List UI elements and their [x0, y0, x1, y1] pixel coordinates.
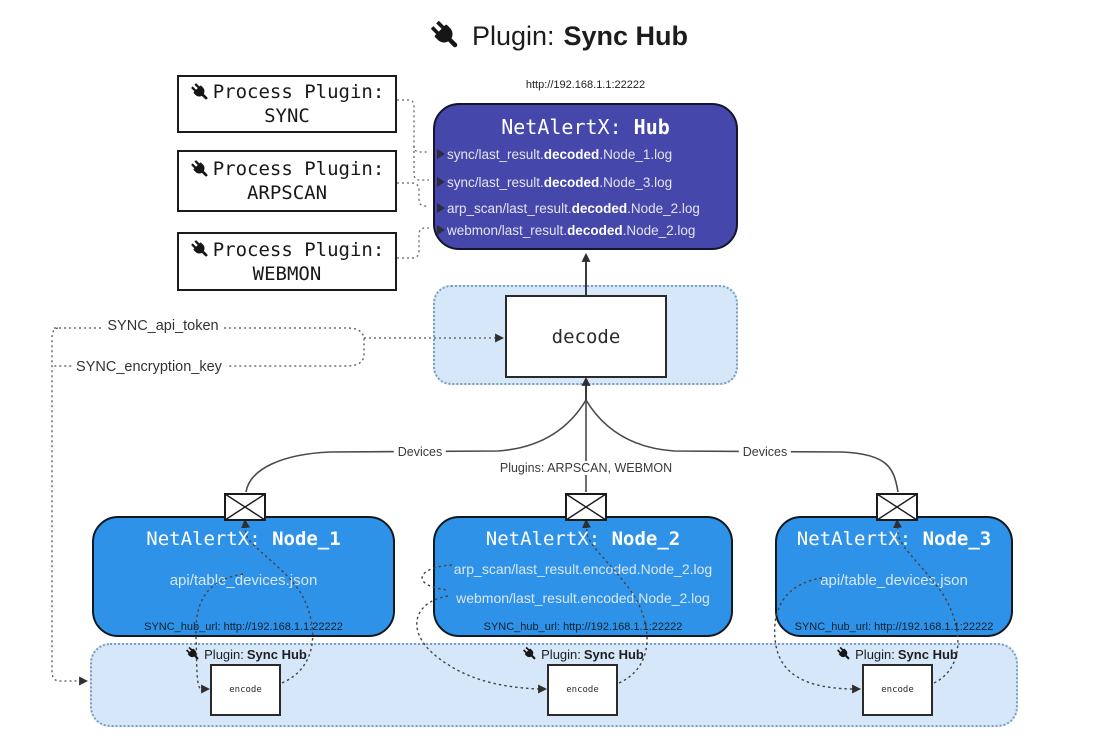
- process-plugin-label: Process Plugin:: [212, 158, 385, 180]
- plug-icon: [428, 19, 463, 53]
- plug-icon: [522, 646, 538, 662]
- process-plugin-name: ARPSCAN: [246, 182, 328, 204]
- plug-icon: [185, 646, 201, 662]
- process-to-hub-links: [397, 99, 429, 259]
- encode-box: encode: [210, 664, 281, 716]
- node-3-box: NetAlertX: Node_3 api/table_devices.json…: [775, 516, 1013, 637]
- node-hub-url: SYNC_hub_url: http://192.168.1.1:22222: [794, 621, 994, 633]
- arrow-right-icon: [437, 177, 445, 187]
- node-file: arp_scan/last_result.encoded.Node_2.log: [453, 561, 713, 577]
- process-plugin-label: Process Plugin:: [212, 81, 385, 103]
- envelope-icon: [565, 493, 607, 521]
- page-title: Plugin: Sync Hub: [0, 14, 1117, 58]
- device-curves: [245, 399, 899, 493]
- node-hub-url: SYNC_hub_url: http://192.168.1.1:22222: [144, 621, 343, 633]
- node-title: NetAlertX: Node_3: [796, 528, 992, 550]
- edge-label-devices-left: Devices: [393, 445, 447, 459]
- node-1-box: NetAlertX: Node_1 api/table_devices.json…: [92, 516, 395, 637]
- node-file: api/table_devices.json: [169, 572, 318, 589]
- hub-log-line: sync/last_result.decoded.Node_1.log: [437, 144, 672, 164]
- envelope-icon: [876, 493, 918, 521]
- node-hub-url: SYNC_hub_url: http://192.168.1.1:22222: [483, 621, 683, 633]
- arrow-right-icon: [437, 149, 445, 159]
- process-plugin-arpscan-box: Process Plugin: ARPSCAN: [177, 150, 397, 212]
- hub-log-line: webmon/last_result.decoded.Node_2.log: [437, 220, 695, 240]
- plug-icon: [189, 81, 211, 103]
- title-name: Sync Hub: [563, 20, 689, 51]
- encode-box: encode: [862, 664, 933, 716]
- encoder-label: Plugin: Sync Hub: [185, 646, 307, 662]
- arrow-right-icon: [437, 225, 445, 235]
- edge-label-plugins: Plugins: ARPSCAN, WEBMON: [495, 461, 677, 475]
- node-file: webmon/last_result.encoded.Node_2.log: [456, 590, 710, 606]
- node-title: NetAlertX: Node_2: [485, 528, 681, 550]
- edge-label-devices-right: Devices: [738, 445, 792, 459]
- hub-log-line: sync/last_result.decoded.Node_3.log: [437, 172, 672, 192]
- process-plugin-label: Process Plugin:: [212, 238, 385, 261]
- envelope-icon: [224, 493, 266, 521]
- process-plugin-name: SYNC: [264, 105, 310, 127]
- plug-icon: [836, 646, 852, 662]
- process-plugin-name: WEBMON: [252, 262, 322, 285]
- hub-box: NetAlertX: Hub sync/last_result.decoded.…: [433, 103, 738, 250]
- config-sync-encryption-key: SYNC_encryption_key: [72, 359, 226, 375]
- plug-icon: [189, 158, 211, 180]
- node-2-box: NetAlertX: Node_2 arp_scan/last_result.e…: [433, 516, 733, 637]
- encoder-label: Plugin: Sync Hub: [836, 646, 958, 662]
- hub-url: http://192.168.1.1:22222: [525, 79, 646, 91]
- encoder-label: Plugin: Sync Hub: [522, 646, 644, 662]
- process-plugin-webmon-box: Process Plugin: WEBMON: [177, 232, 397, 291]
- plug-icon: [189, 239, 211, 260]
- node-file: api/table_devices.json: [820, 572, 968, 589]
- process-plugin-sync-box: Process Plugin: SYNC: [177, 75, 397, 133]
- node-title: NetAlertX: Node_1: [146, 528, 341, 550]
- title-prefix: Plugin:: [471, 20, 555, 51]
- decode-box: decode: [505, 295, 667, 378]
- encode-box: encode: [547, 664, 618, 716]
- arrow-right-icon: [437, 203, 445, 213]
- config-sync-api-token: SYNC_api_token: [103, 318, 223, 334]
- hub-log-line: arp_scan/last_result.decoded.Node_2.log: [437, 198, 700, 218]
- hub-title: NetAlertX: Hub: [501, 115, 670, 139]
